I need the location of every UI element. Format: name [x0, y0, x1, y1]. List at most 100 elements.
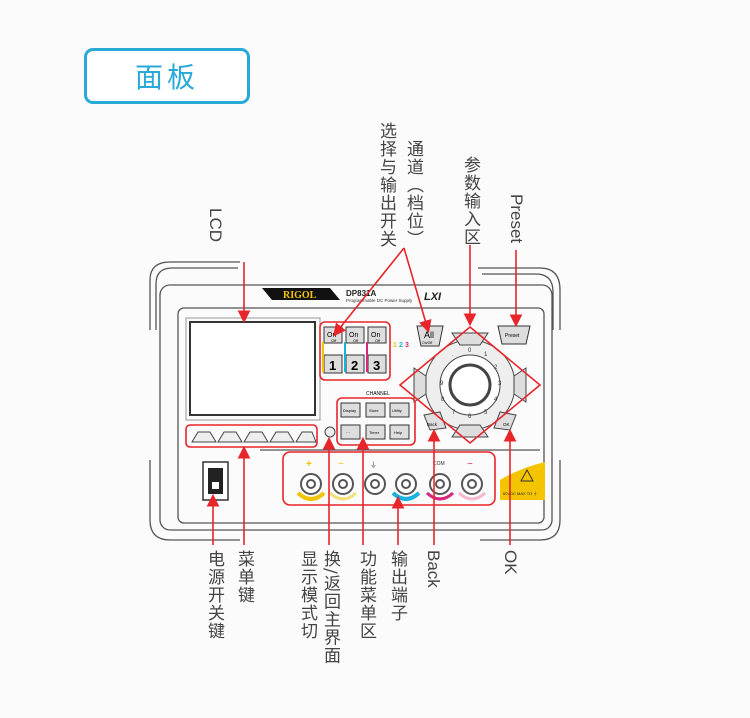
back-key-label: Back	[427, 422, 438, 427]
panel-detail	[482, 273, 554, 330]
panel-detail	[269, 431, 295, 443]
brand-text: RIGOL	[283, 290, 317, 301]
panel-detail	[191, 431, 217, 443]
channel-label: CHANNEL	[366, 391, 390, 397]
panel-detail: 0	[468, 348, 472, 354]
panel-detail	[401, 479, 411, 489]
subtitle-text: Programmable DC Power Supply	[346, 298, 413, 303]
body-outline	[159, 284, 553, 531]
panel-detail	[389, 402, 410, 418]
panel-detail: 3	[498, 381, 502, 387]
bumper-top-right	[478, 267, 561, 330]
panel-detail: 5	[484, 410, 488, 416]
panel-detail	[340, 402, 361, 418]
panel-detail	[300, 473, 483, 495]
model-text: DP831A	[346, 289, 376, 298]
panel-detail	[155, 267, 238, 330]
ch2-on: On	[349, 332, 358, 339]
highlight-menu-keys	[185, 424, 318, 448]
label-output-terminals: 输出端子	[387, 550, 407, 622]
keypad-digits: 0 1 2 3 4 5 6 7 8 9 .	[440, 348, 502, 420]
panel-detail	[295, 431, 317, 443]
right-arrow-key	[513, 367, 527, 403]
ch3-key: 3	[373, 358, 380, 373]
ch2-key: 2	[351, 358, 358, 373]
all-label: All	[424, 330, 434, 340]
panel-detail	[212, 482, 219, 489]
panel-detail: 9	[440, 381, 444, 387]
panel-detail: 8	[441, 397, 445, 403]
panel-detail: On On On Off Off Off 1 2 3 1 2 3 All On/…	[296, 325, 545, 501]
panel-detail	[149, 261, 561, 541]
panel-detail	[365, 402, 386, 418]
ok-key-label: OK	[503, 422, 510, 427]
lxi-logo: LXI	[424, 291, 442, 303]
terminal-minus-label: −	[338, 459, 344, 470]
panel-detail	[467, 479, 477, 489]
label-display-mode-1: 显示模式切	[297, 550, 317, 640]
panel-detail	[403, 247, 432, 334]
panel-detail	[217, 431, 243, 443]
panel-detail	[425, 491, 455, 501]
panel-detail: .	[452, 352, 454, 358]
ch3-off: Off	[375, 338, 381, 343]
store-key: Store	[369, 408, 379, 413]
label-function-menu: 功能菜单区	[356, 550, 376, 640]
panel-detail: 2	[494, 365, 498, 371]
preset-key-label: Preset	[505, 333, 520, 339]
terminal-minus3-label: −	[467, 459, 473, 470]
panel-detail	[306, 479, 316, 489]
more-key: ···	[346, 430, 350, 435]
panel-detail	[296, 491, 326, 501]
panel-detail	[328, 491, 358, 501]
ch1-indicator: 1	[393, 342, 397, 349]
rotary-knob	[448, 363, 492, 407]
label-display-mode-2: 换/返回主界面	[320, 550, 340, 665]
display-mode-key	[324, 426, 336, 438]
terminal-com-label: COM	[433, 461, 445, 467]
ch3-on: On	[371, 332, 380, 339]
panel-detail	[185, 245, 542, 545]
highlight-keypad	[398, 325, 542, 445]
label-ok: OK	[501, 550, 520, 575]
timer-key: Timer	[369, 430, 380, 435]
help-key: Help	[394, 430, 403, 435]
label-channel-select: 选择与输出开关	[376, 122, 396, 248]
panel-detail	[457, 491, 487, 501]
label-back: Back	[424, 550, 443, 588]
ch1-off: Off	[331, 338, 337, 343]
display-key: Display	[343, 408, 356, 413]
label-lcd: LCD	[206, 208, 225, 243]
panel-detail: 7	[452, 410, 456, 416]
left-arrow-key	[413, 367, 427, 403]
highlight-terminals	[282, 451, 496, 506]
label-param-input: 参数输入区	[460, 156, 480, 246]
panel-detail	[370, 479, 380, 489]
bumper-bottom-left	[149, 460, 240, 541]
panel-detail	[338, 479, 348, 489]
function-keys	[340, 402, 410, 440]
panel-detail	[367, 326, 387, 344]
ch1-key: 1	[329, 358, 336, 373]
ch3-indicator: 3	[405, 342, 409, 349]
panel-detail	[332, 247, 405, 337]
highlight-function-keys	[336, 397, 416, 446]
highlight-channel-keys	[319, 321, 391, 381]
warning-icon	[520, 468, 534, 482]
label-preset: Preset	[507, 194, 526, 244]
panel-detail	[340, 424, 361, 440]
label-power-switch: 电源开关键	[204, 550, 224, 640]
lcd-screen	[189, 321, 316, 416]
label-menu-keys: 菜单键	[234, 550, 254, 604]
panel-detail: 4	[494, 397, 498, 403]
front-face	[177, 307, 545, 524]
ch2-indicator: 2	[399, 342, 403, 349]
menu-softkeys	[191, 431, 317, 443]
panel-detail	[208, 468, 223, 494]
utility-key: Utility	[392, 408, 402, 413]
panel-detail: 1	[484, 352, 488, 358]
brand-badge	[262, 288, 340, 300]
bumper-top-left	[149, 261, 240, 330]
